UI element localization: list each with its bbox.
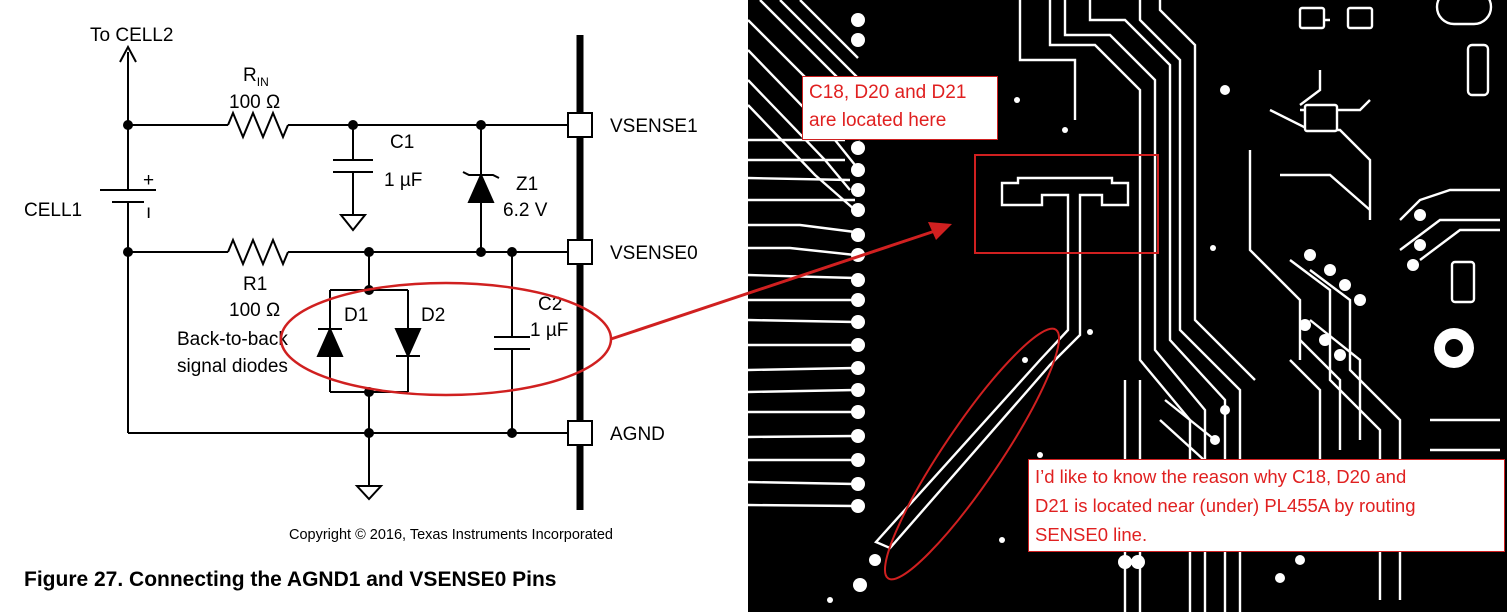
diodes-note-line2: signal diodes: [177, 356, 288, 377]
pin-vsense0: [567, 239, 593, 265]
rin-label: RIN: [243, 65, 269, 89]
c1-value: 1 µF: [384, 170, 422, 191]
zener-diode-icon: [467, 172, 495, 203]
battery-minus: ı: [146, 202, 151, 223]
cell1-label: CELL1: [24, 200, 82, 221]
r1-resistor: [227, 237, 289, 267]
note-question: I’d like to know the reason why C18, D20…: [1028, 459, 1505, 552]
ground-icon: [338, 214, 368, 232]
smd-pad: [1466, 43, 1490, 97]
d2-diode-icon: [394, 328, 422, 359]
battery-plus: +: [143, 170, 154, 191]
rin-resistor: [227, 110, 289, 140]
c1-label: C1: [390, 132, 414, 153]
arrow-up-icon: [119, 44, 137, 63]
sense0-trace: [873, 176, 1130, 550]
smd-pad: [1298, 6, 1326, 30]
r1-label: R1: [243, 274, 267, 295]
pin-vsense0-label: VSENSE0: [610, 243, 698, 264]
smd-pad: [1346, 6, 1374, 30]
note-location: C18, D20 and D21 are located here: [802, 76, 998, 140]
highlight-ellipse-pcb: [883, 327, 1061, 581]
pin-agnd-label: AGND: [610, 424, 665, 445]
arrow-head-icon: [928, 222, 952, 240]
smd-pad: [1435, 0, 1493, 26]
c2-value: 1 µF: [530, 320, 568, 341]
z1-label: Z1: [516, 174, 538, 195]
figure-caption: Figure 27. Connecting the AGND1 and VSEN…: [24, 568, 557, 591]
pin-agnd: [567, 420, 593, 446]
rin-value: 100 Ω: [229, 92, 280, 113]
c2-label: C2: [538, 294, 562, 315]
copyright-note: Copyright © 2016, Texas Instruments Inco…: [289, 527, 613, 543]
schematic: To CELL2 RIN 100 Ω C1 1 µF Z1 6.2 V + ı …: [24, 25, 698, 591]
smd-pad: [1450, 260, 1476, 304]
smd-pad: [1303, 103, 1339, 133]
to-cell2-label: To CELL2: [90, 25, 173, 46]
diodes-note-line1: Back-to-back: [177, 329, 288, 350]
connector-arrow: [610, 228, 939, 341]
d2-label: D2: [421, 305, 445, 326]
pin-vsense1-label: VSENSE1: [610, 116, 698, 137]
d1-diode-icon: [316, 326, 344, 357]
z1-value: 6.2 V: [503, 200, 548, 221]
r1-value: 100 Ω: [229, 300, 280, 321]
pin-vsense1: [567, 112, 593, 138]
d1-label: D1: [344, 305, 368, 326]
highlight-box: [974, 154, 1159, 254]
ground-icon: [354, 485, 384, 501]
